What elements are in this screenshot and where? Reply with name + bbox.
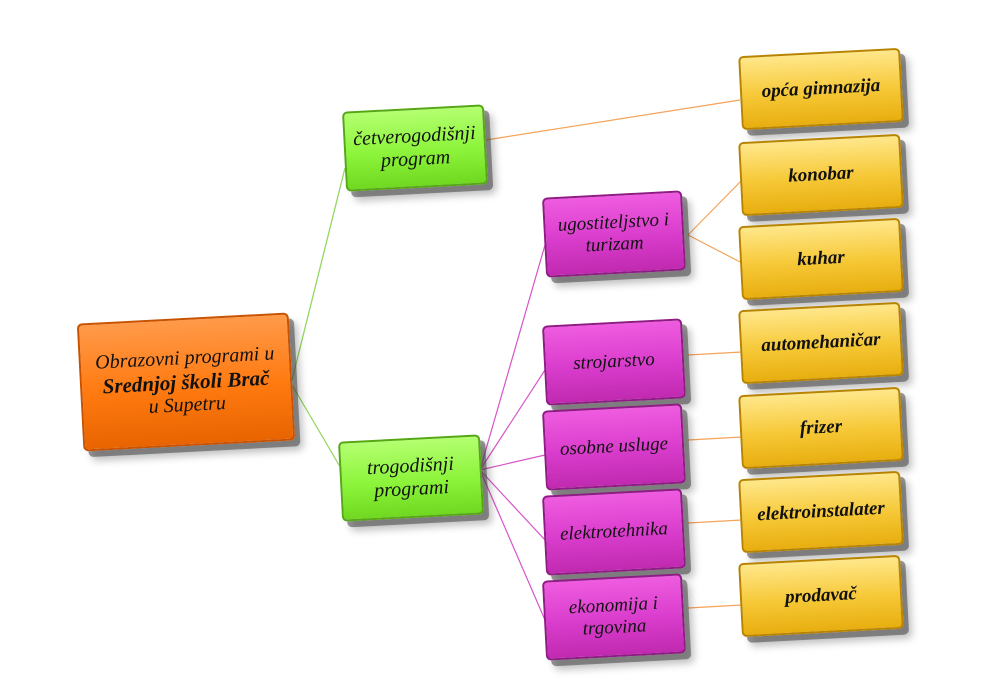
branch-node-elektrotehnika: elektrotehnika — [542, 488, 686, 576]
program-4yr-line-2: program — [380, 146, 451, 172]
link-osobne-frizer — [687, 436, 743, 441]
branch-label-2: trgovina — [582, 615, 647, 640]
branch-node-ekonomija: ekonomija i trgovina — [542, 573, 686, 661]
branch-label-1: ugostiteljstvo i — [557, 209, 670, 237]
link-3yr-strojarstvo — [479, 369, 546, 471]
link-root-program-4yr — [291, 167, 346, 381]
occupation-node-frizer: frizer — [738, 386, 904, 470]
link-ugostiteljstvo-kuhar — [687, 234, 743, 264]
link-ugostiteljstvo-konobar — [687, 179, 743, 236]
link-3yr-ekonomija — [479, 469, 546, 621]
occupation-label: frizer — [799, 415, 843, 440]
branch-label: elektrotehnika — [559, 518, 669, 545]
link-3yr-elektrotehnika — [479, 469, 546, 541]
branch-node-strojarstvo: strojarstvo — [542, 318, 686, 406]
occupation-label: kuhar — [796, 246, 846, 271]
program-node-4yr: četverogodišnji program — [342, 104, 488, 192]
occupation-node-kuhar: kuhar — [738, 217, 904, 301]
occupation-label: opća gimnazija — [761, 74, 881, 103]
link-3yr-osobne — [479, 454, 546, 471]
root-node: Obrazovni programi u Srednjoj školi Brač… — [76, 312, 296, 452]
occupation-label: automehaničar — [760, 328, 882, 357]
program-node-3yr: trogodišnji programi — [338, 434, 484, 522]
branch-node-osobne-usluge: osobne usluge — [542, 403, 686, 491]
occupation-label: konobar — [787, 162, 855, 187]
branch-label: osobne usluge — [559, 433, 669, 460]
branch-label-2: turizam — [584, 232, 645, 257]
link-3yr-ugostiteljstvo — [479, 244, 546, 471]
occupation-label: prodavač — [784, 583, 858, 608]
link-root-program-3yr — [291, 384, 343, 471]
link-program-4yr-gimnazija — [485, 99, 741, 141]
link-ekonomija-prodavac — [687, 604, 743, 609]
program-4yr-line-1: četverogodišnji — [352, 121, 477, 151]
branch-label: strojarstvo — [572, 348, 656, 375]
occupation-label: elektroinstalater — [756, 497, 886, 526]
root-line-3: u Supetru — [148, 392, 227, 419]
occupation-node-prodavac: prodavač — [738, 554, 904, 638]
occupation-node-automehanicar: automehaničar — [738, 301, 904, 385]
occupation-node-elektroinstalater: elektroinstalater — [738, 470, 904, 554]
branch-node-ugostiteljstvo: ugostiteljstvo i turizam — [542, 190, 686, 278]
link-strojarstvo-automehanicar — [687, 351, 743, 356]
occupation-node-konobar: konobar — [738, 133, 904, 217]
occupation-node-gimnazija: opća gimnazija — [738, 47, 904, 131]
link-elektrotehnika-elektroinstalater — [687, 519, 743, 524]
program-3yr-line-2: programi — [373, 476, 450, 502]
